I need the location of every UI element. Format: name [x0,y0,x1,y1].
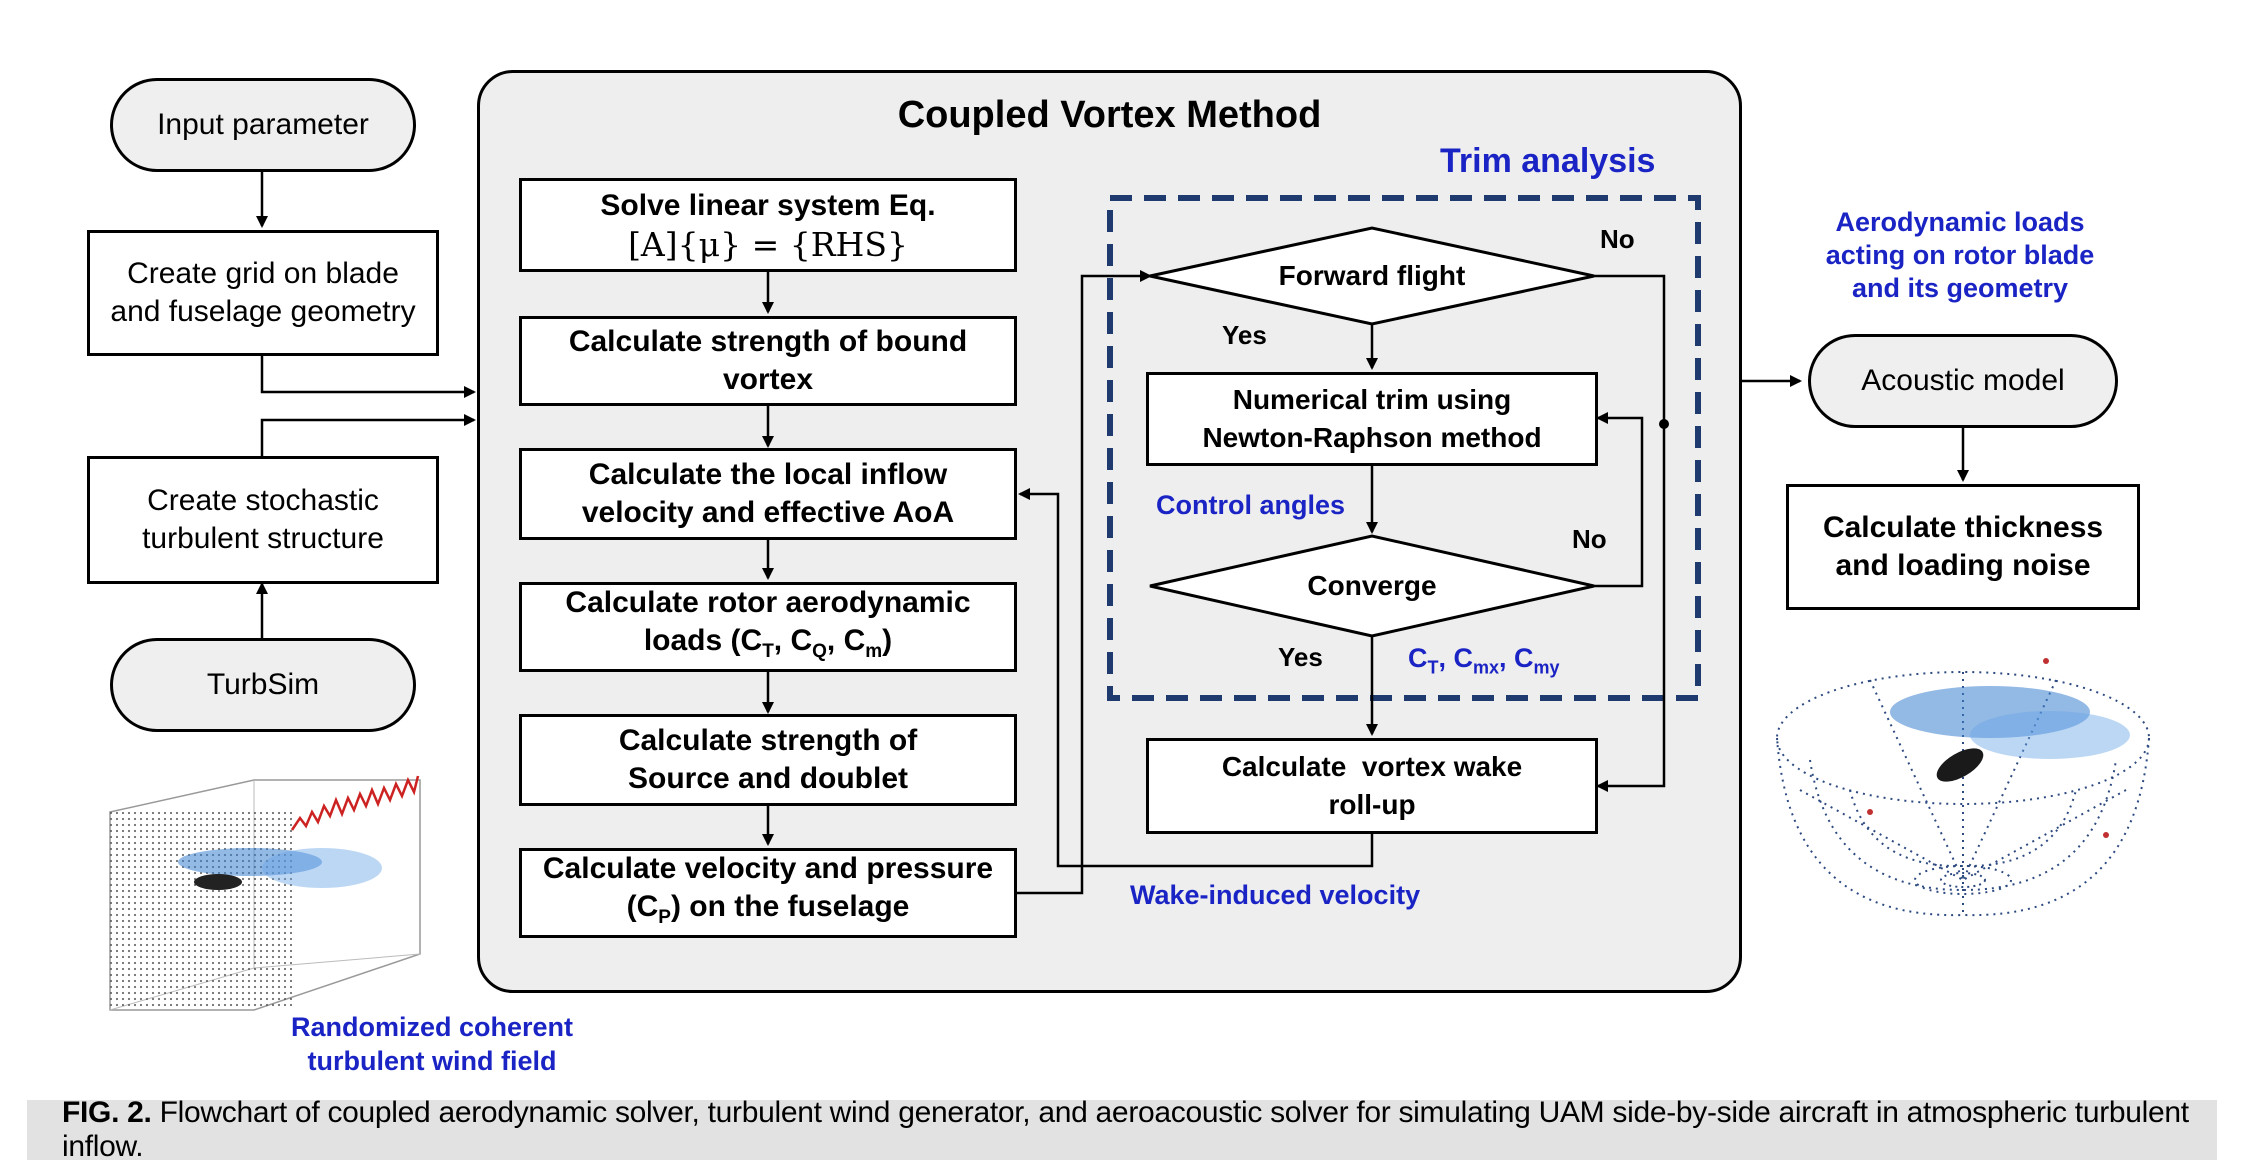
figure-caption: FIG. 2. Flowchart of coupled aerodynamic… [27,1096,2217,1163]
converge-no-label: No [1572,524,1607,554]
create-grid-box: Create grid on blade and fuselage geomet… [87,230,439,356]
stochastic-structure-box: Create stochastic turbulent structure [87,456,439,584]
control-angles-label: Control angles [1156,490,1346,520]
wind-field-label-line1: Randomized coherent [290,1012,574,1042]
trim-coefficients-label: CT, Cmx, Cmy [1408,643,1560,678]
rotor-loads-end: ) [882,623,893,657]
local-inflow-label: Calculate the local inflow velocity and … [581,458,955,529]
converge-label: Converge [1307,570,1437,601]
velocity-pressure-box: Calculate velocity and pressure (CP) on … [519,848,1017,938]
rotor-loads-text: Calculate rotor aerodynamic loads (C [565,585,971,657]
wind-field-label: Randomized coherent turbulent wind field [262,1010,602,1078]
coef-cmy-sub: my [1533,657,1560,678]
trim-analysis-title: Trim analysis [1440,142,1656,180]
turbsim-node: TurbSim [110,638,416,732]
velocity-pressure-label: Calculate velocity and pressure [542,851,994,885]
acoustic-model-node: Acoustic model [1808,334,2118,428]
coef-c2: , C [1438,643,1474,673]
wake-rollup-box: Calculate vortex wake roll-up [1146,738,1598,834]
local-inflow-box: Calculate the local inflow velocity and … [519,448,1017,540]
converge-yes-label: Yes [1278,642,1323,672]
coef-cmx-sub: mx [1473,657,1500,678]
wind-field-label-line2: turbulent wind field [307,1046,557,1076]
bound-vortex-box: Calculate strength of bound vortex [519,316,1017,406]
forward-yes-label: Yes [1222,320,1267,350]
forward-flight-label: Forward flight [1278,260,1466,291]
cm-subscript: m [865,640,883,662]
coef-ct-sub: T [1427,657,1439,678]
aero-loads-line3: and its geometry [1851,273,2069,303]
caption-label: FIG. 2. [62,1096,152,1129]
stochastic-structure-label: Create stochastic turbulent structure [142,484,384,555]
aero-loads-line1: Aerodynamic loads [1835,207,2085,237]
solve-linear-system-label: Solve linear system Eq. [600,188,936,222]
acoustic-model-label: Acoustic model [1861,364,2065,397]
thickness-loading-noise-label: Calculate thickness and loading noise [1822,511,2104,582]
coef-c3: , C [1499,643,1534,673]
cp-suffix: ) on the fuselage [670,889,910,923]
linear-system-equation: [A]{μ} = {RHS} [628,224,908,264]
panel-title: Coupled Vortex Method [897,94,1322,136]
source-doublet-label: Calculate strength of Source and doublet [618,724,918,795]
create-grid-label: Create grid on blade and fuselage geomet… [110,257,416,328]
numerical-trim-label: Numerical trim using Newton-Raphson meth… [1202,384,1542,453]
wake-induced-velocity-label: Wake-induced velocity [1130,880,1421,910]
caption-text: FIG. 2. Flowchart of coupled aerodynamic… [27,1096,2217,1164]
cp-subscript: P [658,906,671,928]
rotor-loads-sep1: , C [773,623,813,657]
velocity-pressure-label-2: (CP) on the fuselage [627,888,910,937]
source-doublet-box: Calculate strength of Source and doublet [519,714,1017,806]
bound-vortex-label: Calculate strength of bound vortex [568,325,968,396]
forward-flight-diamond [1149,226,1595,326]
solve-linear-system-box: Solve linear system Eq. [A]{μ} = {RHS} [519,178,1017,272]
rotor-loads-box: Calculate rotor aerodynamic loads (CT, C… [519,582,1017,672]
ct-subscript: T [762,640,774,662]
thickness-loading-noise-box: Calculate thickness and loading noise [1786,484,2140,610]
converge-diamond [1149,534,1595,638]
rotor-loads-sep2: , C [826,623,866,657]
turbsim-label: TurbSim [206,668,320,701]
cq-subscript: Q [812,640,827,662]
acoustic-hemisphere-illustration [1776,658,2150,917]
aero-loads-line2: acting on rotor blade [1825,240,2095,270]
input-parameter-label: Input parameter [157,108,369,141]
rotor-loads-label: Calculate rotor aerodynamic loads (CT, C… [522,584,1014,671]
numerical-trim-box: Numerical trim using Newton-Raphson meth… [1146,372,1598,466]
coef-c1: C [1408,643,1428,673]
input-parameter-node: Input parameter [110,78,416,172]
trim-analysis-region [1107,195,1701,701]
aero-loads-label: Aerodynamic loads acting on rotor blade … [1790,206,2130,305]
caption-body: Flowchart of coupled aerodynamic solver,… [62,1096,2189,1163]
cp-prefix: (C [626,889,659,923]
forward-no-label: No [1600,224,1635,254]
turbulent-wind-field-illustration [109,775,421,1011]
wake-rollup-label: Calculate vortex wake roll-up [1221,751,1530,820]
